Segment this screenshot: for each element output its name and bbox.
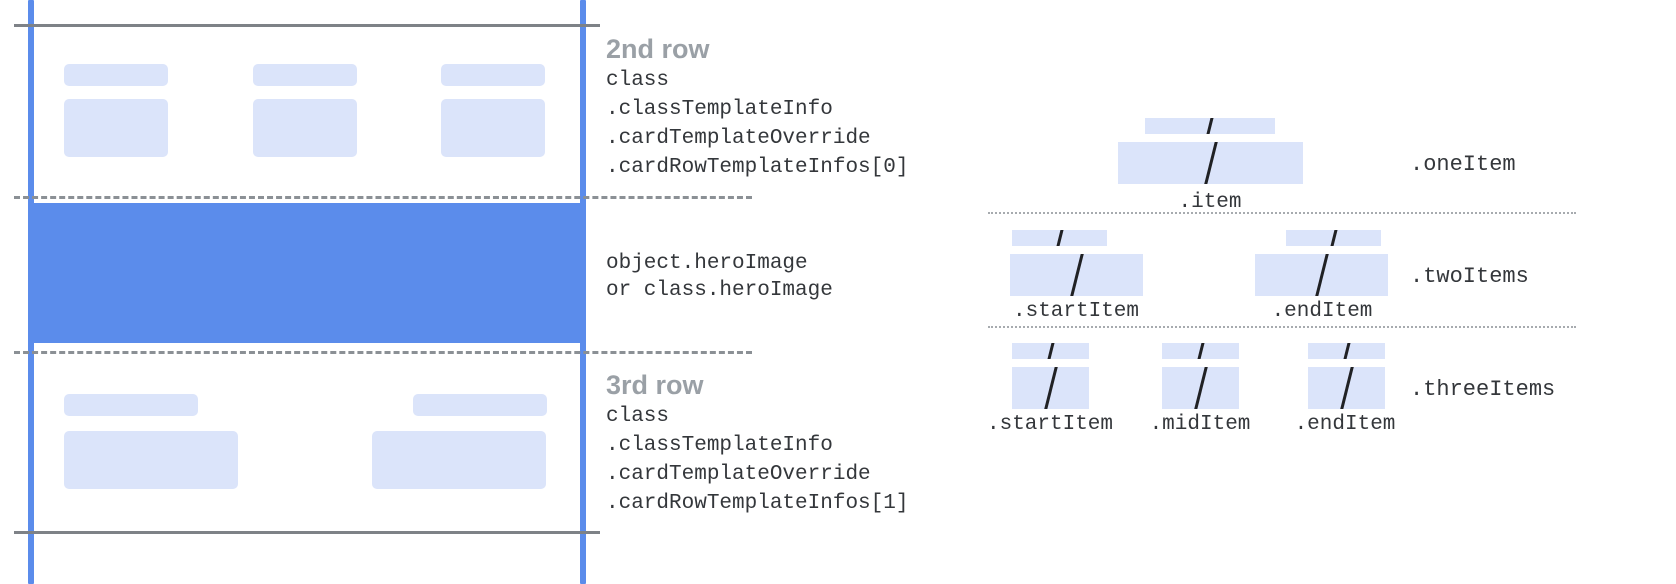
annotation-2nd-row: 2nd row class .classTemplateInfo .cardTe… xyxy=(606,32,908,182)
start3-thumb-small xyxy=(1012,343,1089,359)
row3-col1-title xyxy=(64,394,198,416)
slash-icon xyxy=(1042,367,1059,409)
item-caption-startitem: .startItem xyxy=(986,413,1114,436)
item-caption-startitem: .startItem xyxy=(1012,300,1140,323)
annotation-3rd-row: 3rd row class .classTemplateInfo .cardTe… xyxy=(606,368,908,518)
item-group-label-threeitems: .threeItems xyxy=(1410,377,1556,402)
divider-one-two xyxy=(988,212,1576,214)
row2-code-2: .cardTemplateOverride xyxy=(606,127,871,150)
row3-code-2: .cardTemplateOverride xyxy=(606,463,871,486)
slash-icon xyxy=(1313,254,1330,296)
slash-icon xyxy=(1195,343,1206,359)
end-thumb-small xyxy=(1286,230,1381,246)
card-top-rule xyxy=(14,24,600,27)
slash-icon xyxy=(1202,142,1219,184)
end3-thumb-large xyxy=(1308,367,1385,409)
item-group-label-twoitems: .twoItems xyxy=(1410,264,1529,289)
row2-code-0: class xyxy=(606,69,670,92)
row3-col1-body xyxy=(64,431,238,489)
item-caption-enditem: .endItem xyxy=(1271,300,1373,323)
row2-code-1: .classTemplateInfo xyxy=(606,98,833,121)
row2-col1-body xyxy=(64,99,168,157)
hero-code-0: object.heroImage xyxy=(606,252,808,275)
slash-icon xyxy=(1338,367,1355,409)
card-bottom-rule xyxy=(14,531,600,534)
row2-code-3: .cardRowTemplateInfos[0] xyxy=(606,156,909,179)
card-right-edge-rule xyxy=(580,0,586,584)
row2-col2-title xyxy=(253,64,357,86)
slash-icon xyxy=(1205,118,1215,134)
start3-thumb-large xyxy=(1012,367,1089,409)
mid3-thumb-large xyxy=(1162,367,1239,409)
row3-title: 3rd row xyxy=(606,370,704,400)
row2-title: 2nd row xyxy=(606,34,710,64)
slash-icon xyxy=(1054,230,1065,246)
row3-col2-title xyxy=(413,394,547,416)
item-thumb-small xyxy=(1145,118,1275,134)
slash-icon xyxy=(1328,230,1339,246)
row3-code-1: .classTemplateInfo xyxy=(606,434,833,457)
slash-icon xyxy=(1341,343,1352,359)
item-caption-item: .item xyxy=(1178,191,1242,214)
mid3-thumb-small xyxy=(1162,343,1239,359)
slash-icon xyxy=(1068,254,1085,296)
hero-row3-divider xyxy=(14,351,752,354)
item-caption-miditem: .midItem xyxy=(1149,413,1251,436)
end3-thumb-small xyxy=(1308,343,1385,359)
row3-code-3: .cardRowTemplateInfos[1] xyxy=(606,492,909,515)
slash-icon xyxy=(1045,343,1056,359)
divider-two-three xyxy=(988,326,1576,328)
row2-col3-title xyxy=(441,64,545,86)
item-group-label-oneitem: .oneItem xyxy=(1410,152,1516,177)
hero-code-1: or class.heroImage xyxy=(606,279,833,302)
hero-image-band xyxy=(31,203,583,343)
item-caption-enditem: .endItem xyxy=(1294,413,1396,436)
row3-col2-body xyxy=(372,431,546,489)
slash-icon xyxy=(1192,367,1209,409)
end-thumb-large xyxy=(1255,254,1388,296)
card-structure-diagram xyxy=(0,0,790,584)
start-thumb-large xyxy=(1010,254,1143,296)
annotation-hero-image: object.heroImage or class.heroImage xyxy=(606,250,833,304)
item-layout-diagram: .item .oneItem .startItem .endItem .twoItems… xyxy=(940,0,1676,584)
row2-col2-body xyxy=(253,99,357,157)
start-thumb-small xyxy=(1012,230,1107,246)
row2-col3-body xyxy=(441,99,545,157)
row2-col1-title xyxy=(64,64,168,86)
item-thumb-large xyxy=(1118,142,1303,184)
row3-code-0: class xyxy=(606,405,670,428)
row2-hero-divider xyxy=(14,196,752,199)
